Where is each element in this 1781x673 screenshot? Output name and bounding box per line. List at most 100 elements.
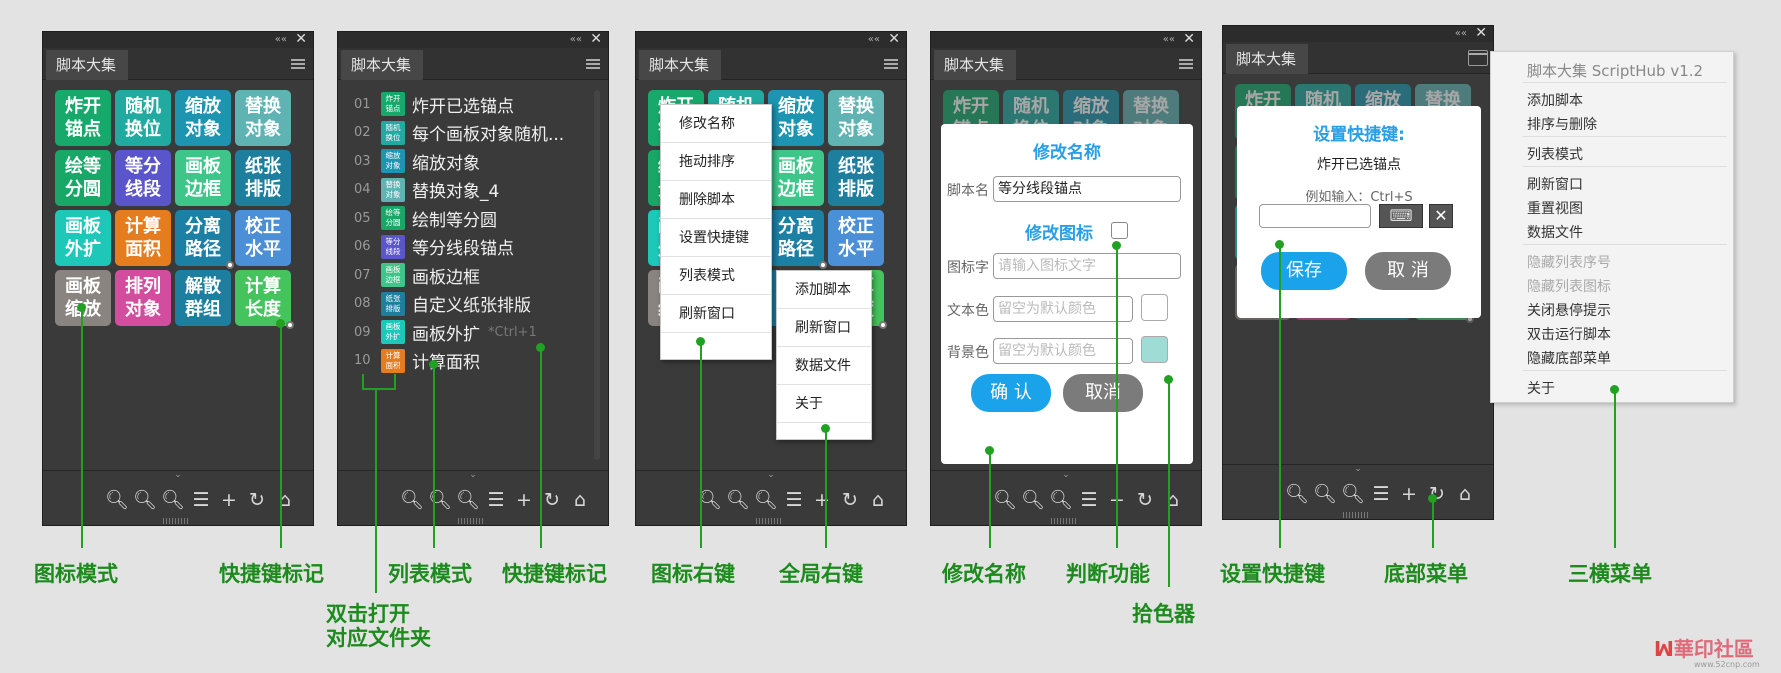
- home-icon[interactable]: ⌂: [278, 489, 292, 511]
- menu-item-hide-numbers[interactable]: 隐藏列表序号: [1527, 255, 1611, 271]
- keyboard-icon[interactable]: ⌨: [1379, 204, 1423, 228]
- script-tile[interactable]: 画板边框: [768, 150, 824, 206]
- search-icon[interactable]: 🔍︎: [105, 489, 130, 511]
- home-icon[interactable]: ⌂: [1458, 483, 1472, 505]
- menu-item-refresh[interactable]: 刷新窗口: [1527, 177, 1583, 193]
- script-tile[interactable]: 替换对象: [235, 90, 291, 146]
- close-icon[interactable]: ✕: [888, 31, 900, 47]
- script-tile[interactable]: 校正水平: [828, 210, 884, 266]
- add-icon[interactable]: +: [814, 489, 830, 511]
- refresh-icon[interactable]: ↻: [249, 489, 265, 511]
- menu-item-sort-delete[interactable]: 排序与删除: [1527, 117, 1597, 133]
- bg-color-swatch[interactable]: [1141, 336, 1168, 363]
- script-tile[interactable]: 炸开锚点: [55, 90, 111, 146]
- script-tile[interactable]: 画板缩放: [55, 270, 111, 326]
- menu-item-close-tooltips[interactable]: 关闭悬停提示: [1527, 303, 1611, 319]
- hamburger-menu-icon[interactable]: [291, 59, 305, 69]
- add-icon[interactable]: +: [1401, 483, 1417, 505]
- context-menu-item[interactable]: 删除脚本: [661, 181, 771, 219]
- close-icon[interactable]: ✕: [295, 31, 307, 47]
- context-menu-item[interactable]: 设置快捷键: [661, 219, 771, 257]
- search-icon[interactable]: 🔍︎: [698, 489, 723, 511]
- hamburger-menu-icon[interactable]: [1468, 50, 1488, 66]
- text-color-input[interactable]: 留空为默认颜色: [993, 296, 1133, 322]
- search-icon[interactable]: 🔍︎: [400, 489, 425, 511]
- scrollbar[interactable]: [594, 90, 600, 460]
- hamburger-menu-icon[interactable]: [1179, 59, 1193, 69]
- panel-tab[interactable]: 脚本大集: [46, 50, 128, 80]
- home-icon[interactable]: ⌂: [573, 489, 587, 511]
- resize-grip[interactable]: [1343, 512, 1369, 518]
- script-name-input[interactable]: 等分线段锚点: [993, 176, 1181, 202]
- script-tile[interactable]: 随机换位: [115, 90, 171, 146]
- menu-item-reset-view[interactable]: 重置视图: [1527, 201, 1583, 217]
- context-menu-item[interactable]: 添加脚本: [777, 271, 871, 309]
- search-minus-icon[interactable]: 🔍︎: [726, 489, 751, 511]
- context-menu-item[interactable]: 关于: [777, 385, 871, 423]
- script-tile[interactable]: 缩放对象: [768, 90, 824, 146]
- panel-tab[interactable]: 脚本大集: [639, 50, 721, 80]
- menu-item-hide-bottom[interactable]: 隐藏底部菜单: [1527, 351, 1611, 367]
- collapse-icon[interactable]: ««: [274, 34, 287, 45]
- context-menu-item[interactable]: 列表模式: [661, 257, 771, 295]
- menu-item-dblclick-run[interactable]: 双击运行脚本: [1527, 327, 1611, 343]
- script-tile[interactable]: 分离路径: [175, 210, 234, 269]
- script-tile[interactable]: 计算长度: [235, 270, 294, 329]
- text-color-swatch[interactable]: [1141, 294, 1168, 321]
- refresh-icon[interactable]: ↻: [1429, 483, 1445, 505]
- script-tile[interactable]: 解散群组: [175, 270, 231, 326]
- script-tile[interactable]: 画板边框: [175, 150, 231, 206]
- script-tile[interactable]: 排列对象: [115, 270, 171, 326]
- chevron-down-icon[interactable]: ⌄: [1062, 470, 1070, 480]
- search-plus-icon[interactable]: 🔍︎: [161, 489, 186, 511]
- script-tile[interactable]: 校正水平: [235, 210, 291, 266]
- script-tile[interactable]: 纸张排版: [828, 150, 884, 206]
- menu-item-add-script[interactable]: 添加脚本: [1527, 93, 1583, 109]
- script-tile[interactable]: 替换对象: [828, 90, 884, 146]
- close-icon[interactable]: ✕: [590, 31, 602, 47]
- context-menu-item[interactable]: 数据文件: [777, 347, 871, 385]
- list-icon[interactable]: ☰: [192, 489, 210, 511]
- modify-icon-checkbox[interactable]: [1111, 222, 1128, 239]
- search-icon[interactable]: 🔍︎: [1285, 483, 1310, 505]
- list-icon[interactable]: ☰: [785, 489, 803, 511]
- confirm-button[interactable]: 确 认: [971, 374, 1051, 412]
- bg-color-input[interactable]: 留空为默认颜色: [993, 338, 1133, 364]
- cancel-button[interactable]: 取消: [1063, 374, 1143, 412]
- script-tile[interactable]: 画板外扩: [55, 210, 111, 266]
- add-icon[interactable]: +: [221, 489, 237, 511]
- context-menu-item[interactable]: 刷新窗口: [777, 309, 871, 347]
- context-menu-item[interactable]: 修改名称: [661, 105, 771, 143]
- search-plus-icon[interactable]: 🔍︎: [1341, 483, 1366, 505]
- search-plus-icon[interactable]: 🔍︎: [754, 489, 779, 511]
- chevron-down-icon[interactable]: ⌄: [1354, 464, 1362, 474]
- resize-grip[interactable]: [163, 518, 189, 524]
- shortcut-input[interactable]: [1259, 204, 1371, 228]
- script-tile[interactable]: 纸张排版: [235, 150, 291, 206]
- search-plus-icon[interactable]: 🔍︎: [1049, 489, 1074, 511]
- search-plus-icon[interactable]: 🔍︎: [456, 489, 481, 511]
- collapse-icon[interactable]: ««: [569, 34, 582, 45]
- menu-item-data-file[interactable]: 数据文件: [1527, 225, 1583, 241]
- chevron-down-icon[interactable]: ⌄: [767, 470, 775, 480]
- close-icon[interactable]: ✕: [1183, 31, 1195, 47]
- list-icon[interactable]: ☰: [1372, 483, 1390, 505]
- search-icon[interactable]: 🔍︎: [993, 489, 1018, 511]
- save-button[interactable]: 保存: [1261, 252, 1347, 290]
- menu-item-list-mode[interactable]: 列表模式: [1527, 147, 1583, 163]
- script-tile[interactable]: 缩放对象: [175, 90, 231, 146]
- resize-grip[interactable]: [1051, 518, 1077, 524]
- clear-icon[interactable]: ✕: [1429, 204, 1453, 228]
- collapse-icon[interactable]: ««: [1454, 28, 1467, 39]
- chevron-down-icon[interactable]: ⌄: [469, 470, 477, 480]
- cancel-button[interactable]: 取 消: [1365, 252, 1451, 290]
- search-minus-icon[interactable]: 🔍︎: [1313, 483, 1338, 505]
